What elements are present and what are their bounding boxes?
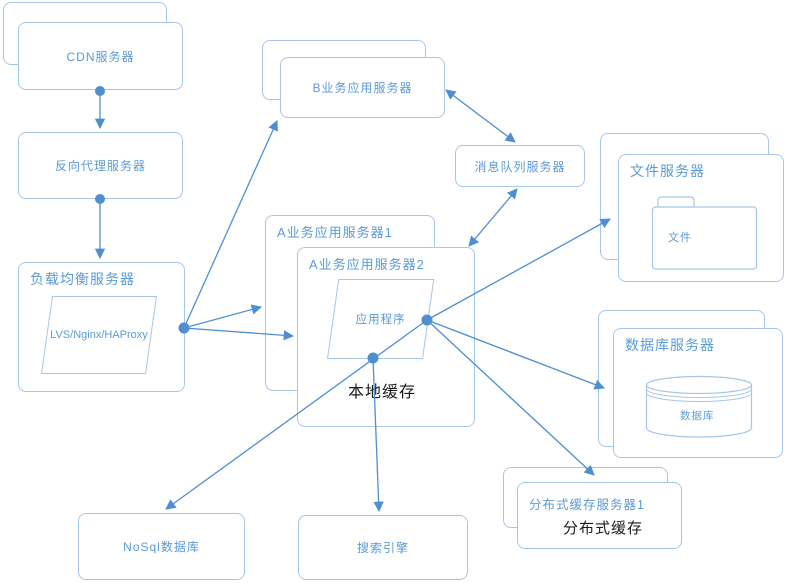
edge-load-balancer-to-a-app-server-1 [183,304,263,329]
file-server-box: 文件服务器 文件 [618,154,784,282]
search-engine-label: 搜索引擎 [356,541,409,555]
distributed-cache-box: 分布式缓存服务器1 分布式缓存 [517,482,682,549]
application-label: 应用程序 [355,314,406,326]
a-app-server-2-label: A业务应用服务器2 [309,257,425,272]
b-app-server-label: B业务应用服务器 [312,81,413,95]
distributed-cache-label: 分布式缓存 [563,520,644,537]
cdn-server-box: CDN服务器 [18,22,183,90]
file-label: 文件 [668,232,692,244]
reverse-proxy-box: 反向代理服务器 [18,132,183,199]
cdn-server-label: CDN服务器 [66,49,135,64]
nosql-database-box: NoSql数据库 [78,513,245,580]
distributed-cache-server-label: 分布式缓存服务器1 [529,498,645,512]
search-engine-box: 搜索引擎 [298,515,468,580]
message-queue-label: 消息队列服务器 [474,159,566,174]
nosql-database-label: NoSql数据库 [123,540,200,554]
application-parallelogram-shape: 应用程序 [327,279,435,359]
local-cache-label: 本地缓存 [348,384,417,401]
database-cylinder-icon: 数据库 [645,375,753,439]
a-app-server-1-label: A业务应用服务器1 [277,225,393,240]
message-queue-box: 消息队列服务器 [455,145,585,187]
reverse-proxy-label: 反向代理服务器 [54,159,146,173]
lvs-parallelogram-shape: LVS/Nginx/HAProxy [41,296,157,374]
lvs-label: LVS/Nginx/HAProxy [50,329,148,341]
file-server-label: 文件服务器 [630,163,705,179]
database-label: 数据库 [680,410,715,422]
edge-message-queue-a-app-server-2 [468,188,518,247]
folder-icon: 文件 [651,193,758,271]
load-balancer-label: 负载均衡服务器 [30,271,135,287]
edge-b-app-server-message-queue [445,89,516,143]
database-server-box: 数据库服务器 数据库 [613,328,783,458]
edge-load-balancer-to-b-app-server [183,120,278,329]
database-server-label: 数据库服务器 [625,337,715,353]
b-app-server-box: B业务应用服务器 [280,57,445,118]
a-app-server-2-box: A业务应用服务器2 应用程序 本地缓存 [297,247,475,427]
load-balancer-box: 负载均衡服务器 LVS/Nginx/HAProxy [18,262,185,392]
